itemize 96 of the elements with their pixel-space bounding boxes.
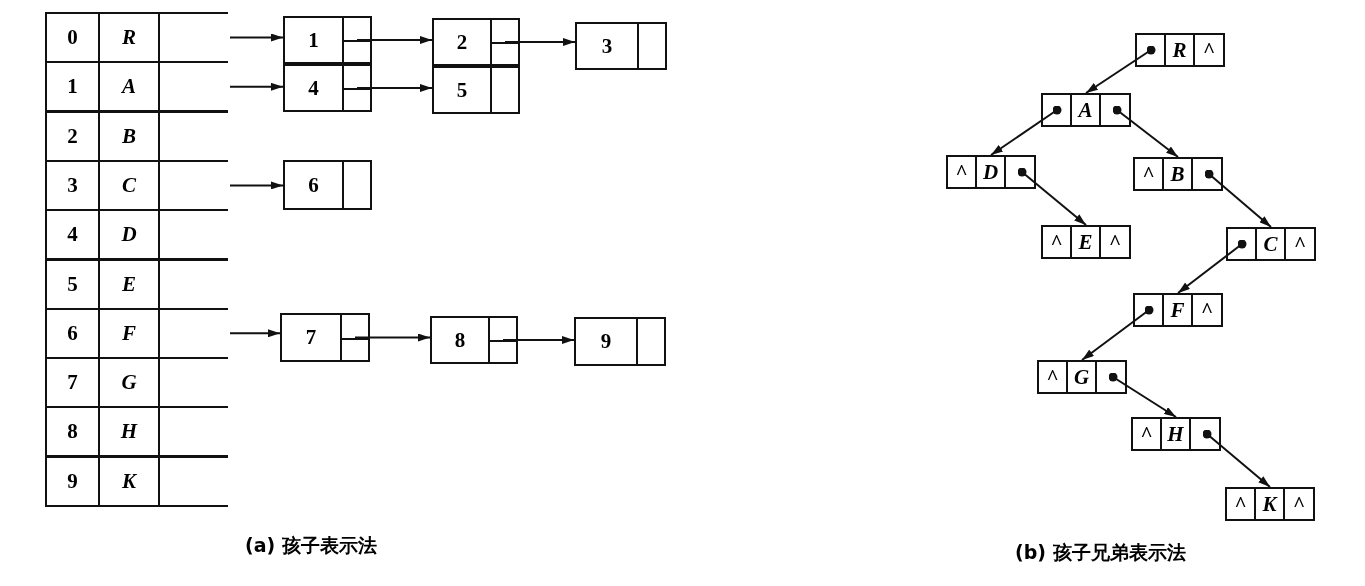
list-node-box (283, 160, 372, 210)
arrow (1177, 239, 1247, 294)
arrow (1112, 105, 1179, 158)
list-node-box (280, 313, 370, 362)
arrow (502, 336, 575, 344)
index-number: 5 (67, 273, 78, 295)
null-pointer-symbol: ^ (1292, 493, 1306, 515)
tree-node-box (1041, 93, 1131, 127)
node-letter: G (121, 372, 137, 394)
null-pointer-symbol: ^ (1234, 493, 1247, 515)
child-index: 4 (308, 77, 319, 99)
index-number: 8 (67, 421, 78, 443)
tree-node-box (1135, 33, 1225, 67)
node-letter: A (1078, 99, 1093, 121)
arrow (1085, 45, 1156, 94)
arrow (1108, 372, 1177, 418)
tree-node-box (1041, 225, 1131, 259)
null-pointer-symbol: ^ (1142, 163, 1155, 185)
child-index: 8 (454, 329, 466, 351)
child-index: 9 (600, 331, 612, 352)
node-letter: D (982, 161, 999, 183)
child-index: 7 (305, 327, 317, 348)
tree-node-box (1133, 293, 1223, 327)
figure-caption: (b) 孩子兄弟表示法 (1015, 540, 1186, 565)
node-letter: B (122, 125, 136, 147)
null-pointer-symbol: ^ (955, 161, 968, 183)
child-index: 6 (308, 174, 319, 196)
list-node-box (574, 317, 666, 366)
index-number: 0 (67, 27, 78, 48)
index-number: 3 (67, 174, 78, 196)
null-pointer-symbol: ^ (1293, 233, 1307, 255)
table-row (45, 455, 228, 507)
index-number: 2 (67, 125, 78, 147)
node-letter: H (120, 421, 138, 443)
null-pointer-symbol: ^ (1202, 39, 1216, 61)
node-letter: A (122, 76, 136, 98)
arrow (229, 82, 284, 91)
node-letter: F (1170, 299, 1185, 321)
arrow (356, 84, 433, 92)
null-pointer-symbol: ^ (1140, 423, 1153, 445)
node-letter: R (1172, 39, 1187, 61)
arrow (229, 181, 284, 190)
null-pointer-symbol: ^ (1050, 231, 1063, 253)
arrow (1081, 305, 1154, 361)
tree-node-box (1225, 487, 1315, 521)
index-number: 9 (67, 470, 78, 492)
node-letter: E (1078, 231, 1093, 253)
table-row (45, 258, 228, 310)
arrow (229, 329, 281, 338)
index-number: 4 (67, 224, 78, 246)
child-index: 3 (601, 35, 613, 57)
table-row (45, 110, 228, 162)
node-letter: E (122, 273, 136, 295)
node-letter: R (122, 27, 136, 48)
table-row (45, 12, 228, 63)
list-node-box (283, 64, 372, 112)
node-letter: K (1262, 493, 1277, 515)
list-node-box (430, 316, 518, 364)
node-letter: C (122, 174, 136, 196)
arrow (356, 36, 433, 44)
null-pointer-symbol: ^ (1046, 366, 1059, 388)
index-number: 7 (67, 372, 78, 394)
table-row (45, 209, 228, 261)
figure-caption: (a) 孩子表示法 (245, 533, 377, 558)
tree-node-box (1037, 360, 1127, 394)
list-node-box (575, 22, 667, 70)
node-letter: D (121, 224, 137, 246)
arrow (1204, 169, 1272, 228)
table-row (45, 61, 228, 113)
tree-node-box (1133, 157, 1223, 191)
list-node-box (432, 18, 520, 66)
null-pointer-symbol: ^ (1200, 299, 1214, 321)
node-letter: B (1170, 163, 1185, 185)
table-row (45, 406, 228, 458)
child-index: 2 (456, 31, 468, 53)
arrow (1202, 429, 1271, 488)
tree-node-box (946, 155, 1036, 189)
tree-node-box (1131, 417, 1221, 451)
node-letter: F (122, 322, 136, 344)
index-number: 6 (67, 322, 78, 344)
arrow (354, 333, 431, 342)
node-letter: G (1073, 366, 1090, 388)
list-node-box (432, 66, 520, 114)
node-letter: H (1167, 423, 1184, 445)
child-index: 5 (456, 79, 468, 101)
node-letter: C (1263, 233, 1278, 255)
arrow (229, 33, 284, 42)
null-pointer-symbol: ^ (1108, 231, 1122, 253)
index-number: 1 (67, 76, 78, 98)
list-node-box (283, 16, 372, 64)
arrow (990, 105, 1062, 156)
child-index: 1 (308, 29, 319, 51)
arrow (504, 38, 576, 46)
tree-node-box (1226, 227, 1316, 261)
arrow (1017, 167, 1087, 226)
node-letter: K (122, 470, 136, 492)
